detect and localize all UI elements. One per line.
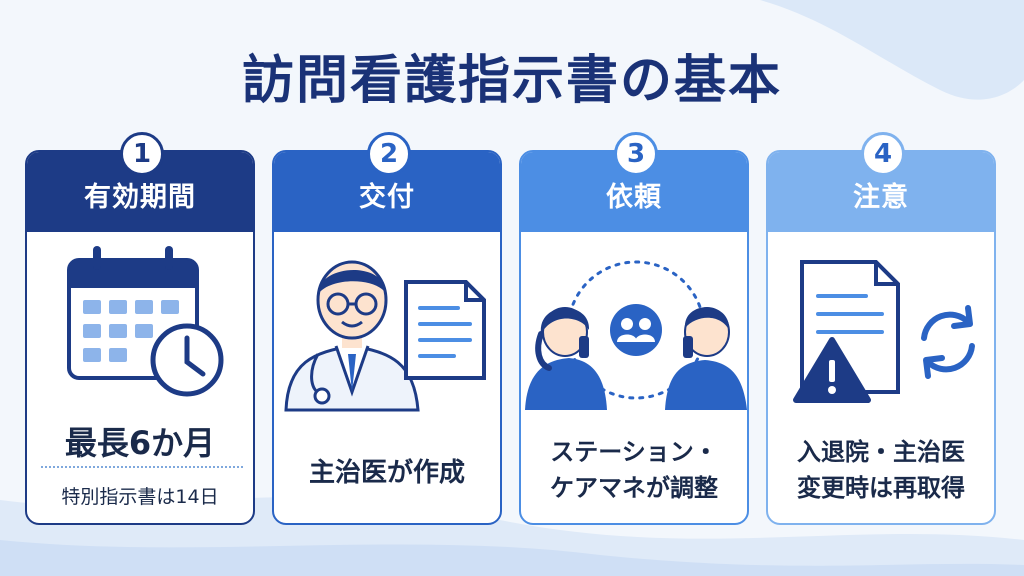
card-main-text-line1: ステーション・ bbox=[550, 438, 718, 466]
card-main-text-line2: ケアマネが調整 bbox=[550, 474, 718, 502]
card-main-text-line1: 入退院・主治医 bbox=[797, 438, 965, 466]
calendar-clock-illustration bbox=[67, 246, 224, 397]
card-main-text-line2: 変更時は再取得 bbox=[797, 474, 965, 502]
step-badge: 1 bbox=[120, 132, 164, 176]
warning-icon bbox=[793, 337, 871, 403]
doctor-document-illustration bbox=[284, 260, 486, 412]
card-heading: 依頼 bbox=[606, 182, 662, 213]
document-warning-illustration bbox=[793, 260, 975, 403]
step-badge: 3 bbox=[614, 132, 658, 176]
page-title: 訪問看護指示書の基本 bbox=[241, 51, 782, 111]
card-issuance: 2 交付 主治医が作成 bbox=[272, 132, 502, 525]
card-validity-period: 1 有効期間 最長6か月 特別指示書は14日 bbox=[25, 132, 255, 525]
card-header: 依頼 bbox=[521, 152, 747, 232]
card-main-text: 最長6か月 bbox=[64, 424, 216, 462]
card-caution: 4 注意 入退院・主治医 変更時は再取得 bbox=[766, 132, 996, 525]
document-icon bbox=[404, 280, 486, 380]
divider bbox=[41, 466, 243, 468]
card-heading: 交付 bbox=[359, 182, 415, 213]
card-heading: 有効期間 bbox=[84, 182, 196, 213]
card-heading: 注意 bbox=[853, 182, 909, 213]
phone-woman-icon bbox=[525, 307, 607, 410]
step-badge: 2 bbox=[367, 132, 411, 176]
clock-icon bbox=[150, 323, 224, 397]
card-main-text: 主治医が作成 bbox=[308, 458, 465, 488]
phone-man-icon bbox=[665, 307, 747, 410]
card-request: 3 依頼 ステーション・ ケアマネが調整 bbox=[519, 132, 749, 525]
refresh-icon bbox=[921, 305, 975, 379]
step-badge: 4 bbox=[861, 132, 905, 176]
doctor-icon bbox=[284, 260, 420, 412]
coordination-illustration bbox=[525, 260, 747, 410]
card-sub-text: 特別指示書は14日 bbox=[61, 486, 219, 508]
people-icon bbox=[610, 304, 662, 356]
